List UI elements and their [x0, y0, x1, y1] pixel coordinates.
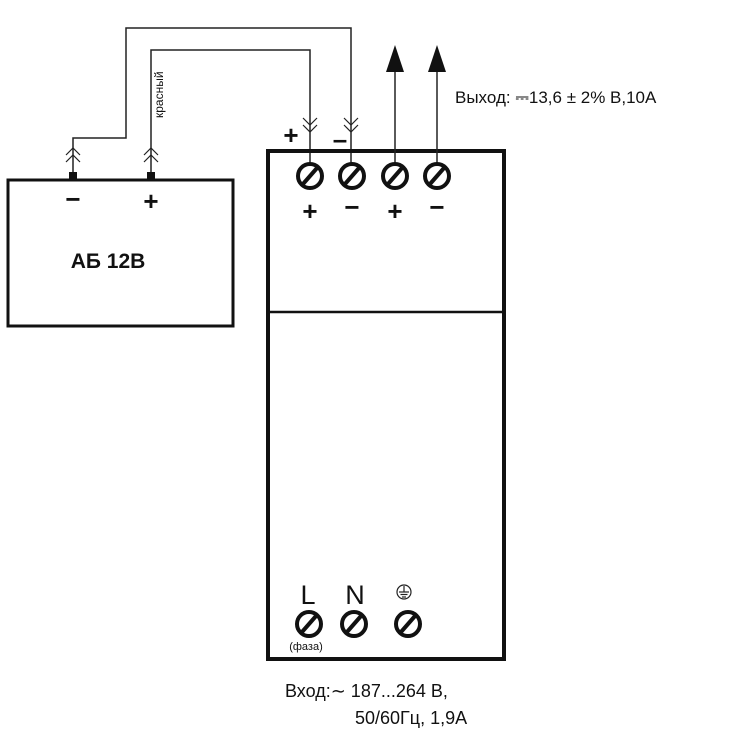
phase-note: (фаза): [289, 641, 323, 653]
wire-minus: [72, 27, 352, 172]
input-spec-line1: Вход:∼ 187...264 В,: [285, 681, 448, 701]
arrow-up-icon: [428, 45, 446, 72]
terminal-label: −: [344, 192, 359, 222]
arrow-up-icon: [386, 45, 404, 72]
terminal-label: −: [429, 192, 444, 222]
connector-icon: [65, 117, 359, 163]
battery-label: АБ 12В: [71, 250, 146, 273]
psu-input-minus-label: –: [333, 124, 347, 154]
wire-plus-red: [150, 49, 311, 172]
psu-box: [266, 149, 506, 661]
terminal-label: +: [387, 196, 402, 226]
screw-terminal-icon: [296, 162, 451, 190]
terminal-label: +: [302, 196, 317, 226]
battery-minus-terminal: [69, 172, 77, 180]
battery-plus-label: +: [143, 186, 158, 216]
battery-minus-label: −: [65, 184, 80, 214]
psu-input-plus-label: +: [283, 120, 298, 150]
ground-icon: [396, 584, 412, 600]
battery-box: [6, 178, 235, 328]
terminal-label-N: N: [345, 580, 365, 610]
terminal-label-L: L: [300, 580, 315, 610]
wire-color-label: красный: [152, 71, 166, 118]
output-spec: Выход: ⎓13,6 ± 2% В,10А: [455, 88, 657, 107]
input-spec-line2: 50/60Гц, 1,9А: [355, 708, 467, 728]
screw-terminal-icon: [295, 610, 422, 638]
battery-plus-terminal: [147, 172, 155, 180]
